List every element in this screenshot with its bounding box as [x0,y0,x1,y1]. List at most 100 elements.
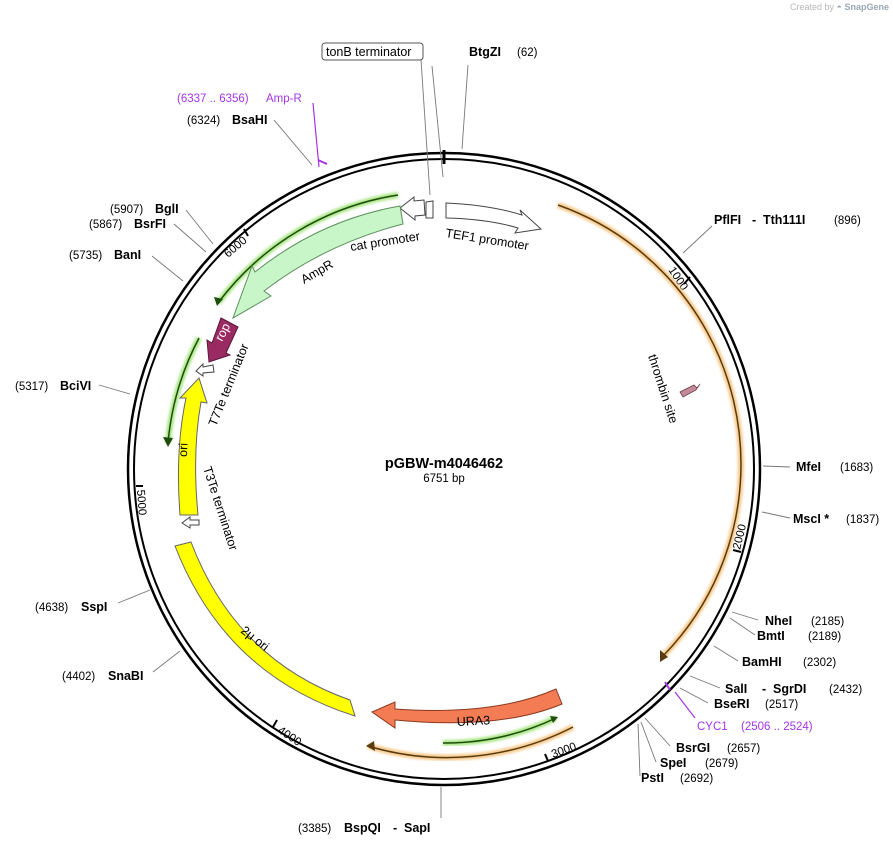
site-sali-name: SalI [725,682,747,696]
cyc1-primer-mark [664,681,671,691]
site-bseri-name: BseRI [714,697,749,711]
orf-arc-orange-main-glow [556,202,744,659]
leader-btgzi [461,64,469,150]
leader-nhei [731,611,759,621]
site-bsrgi-pos: (2657) [727,743,760,755]
site-bcivi-pos: (5317) [15,381,48,393]
leader-spei [640,721,657,763]
site-bspqi-name2: SapI [404,821,430,835]
orf-arc-green-left [167,337,200,444]
site-bani-pos: (5735) [69,250,102,262]
leader-bmti [729,617,756,636]
site-bsrfi-pos: (5867) [89,219,122,231]
t3te-terminator-arrow [181,516,200,529]
leader-bgli [185,209,214,245]
rop-feature-arrow [206,317,239,363]
leader-tonb-2 [431,65,444,178]
cyc1-primer-range: (2506 .. 2524) [741,721,813,733]
site-mfei-name: MfeI [796,460,821,474]
snapgene-logo-icon: ◓ [836,2,842,12]
site-bsahi-pos: (6324) [187,115,220,127]
site-psti-name: PstI [641,771,664,785]
cyc1-primer-name: CYC1 [697,721,728,733]
leader-bseri [679,687,709,704]
orf-arc-green-bottom-head [550,716,558,723]
site-labels: BtgZI (62) PflFI - Tth111I (896) MfeI (1… [15,45,879,835]
orf-arc-green-top [217,194,399,304]
ura3-feature-arrow [370,688,563,729]
orf-arc-green-bottom [442,717,557,744]
watermark-brand: SnapGene [844,2,889,12]
primer-marks [312,102,696,719]
site-bgli-pos: (5907) [110,204,143,216]
2u-ori-feature [174,541,356,717]
site-btgzi-pos: (62) [517,47,538,59]
site-sali-name2: SgrDI [773,682,806,696]
leader-tonb [420,59,431,196]
thrombin-site-feature [679,383,701,398]
site-btgzi-name: BtgZI [469,45,501,59]
site-bamhi-pos: (2302) [803,657,836,669]
tick-2000 [732,549,742,553]
site-sali-dash: - [762,682,766,696]
plasmid-length: 6751 bp [423,473,465,485]
watermark-prefix: Created by [789,2,835,12]
thrombin-site-label: thrombin site [645,353,680,425]
orf-arc-orange-bottom [367,726,574,759]
site-pflfi-name: PflFI [714,213,741,227]
leader-pflfi [682,225,713,254]
site-spei-name: SpeI [660,756,686,770]
site-mfei-pos: (1683) [840,462,873,474]
leader-snabi [152,650,181,673]
leader-bsrgi [644,717,671,747]
leader-bsahi [273,119,313,166]
tick-1000 [683,276,691,285]
orf-arc-green-left-head [163,437,173,447]
leader-mfei [762,465,791,468]
cat-promoter-arrow [399,195,426,222]
site-bsrfi-name: BsrFI [134,217,166,231]
site-bgli-name: BglI [155,202,179,216]
ori-feature-label: ori [176,443,190,457]
t3te-terminator-label: T3Te terminator [200,465,240,553]
site-bcivi-name: BciVI [60,379,91,393]
site-bspqi-dash: - [393,821,397,835]
site-spei-pos: (2679) [705,758,738,770]
leader-msci [761,511,791,519]
site-bspqi-pos: (3385) [298,823,331,835]
site-msci-pos: (1837) [846,514,879,526]
leader-sspi [117,589,151,604]
leader-bsrfi [173,223,207,253]
site-leader-lines [98,59,791,818]
orf-arcs [163,192,744,761]
site-bmti-name: BmtI [757,629,785,643]
site-snabi-pos: (4402) [62,671,95,683]
site-bmti-pos: (2189) [808,631,841,643]
site-msci-name: MscI * [793,512,829,526]
leader-bamhi [713,645,739,662]
site-pflfi-pos: (896) [834,215,861,227]
site-pflfi-dash: - [752,213,756,227]
site-bsahi-name: BsaHI [232,113,267,127]
tonb-terminator-label: tonB terminator [326,45,411,59]
leader-bcivi [98,384,131,395]
plasmid-name: pGBW-m4046462 [385,456,503,472]
site-bspqi-name: BspQI [344,821,381,835]
tef1-promoter-arrow [445,202,543,234]
site-bseri-pos: (2517) [765,699,798,711]
site-pflfi-name2: Tth111I [763,213,805,227]
site-psti-pos: (2692) [680,773,713,785]
tick-label-5000: 5000 [134,489,148,515]
orf-arc-green-top-head [214,297,223,306]
ampr-feature-arrow [232,205,404,320]
site-sali-pos: (2432) [829,684,862,696]
site-bsrgi-name: BsrGI [676,741,710,755]
site-sspi-name: SspI [81,600,107,614]
tick-6000 [243,228,249,237]
tonb-terminator-feature [425,200,434,219]
leader-psti [637,723,641,777]
ampr-primer-mark [317,159,328,165]
leader-sali [689,675,721,689]
cyc1-primer-leader [674,691,696,719]
